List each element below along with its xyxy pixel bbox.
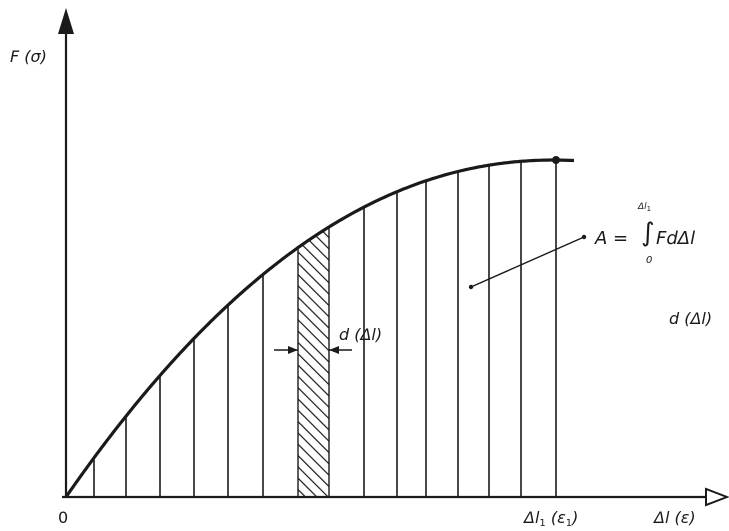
x-end-label: Δl1 (ε1) bbox=[524, 510, 578, 529]
area-formula-integrand: FdΔl bbox=[656, 228, 696, 249]
integral-sign: ∫ bbox=[641, 218, 655, 248]
x-axis-arrowhead bbox=[705, 487, 729, 507]
force-elongation-curve bbox=[64, 158, 575, 498]
area-formula-upper-limit: Δl1 bbox=[638, 203, 651, 213]
area-formula-lhs: A = bbox=[595, 228, 629, 249]
upper-limit-main: Δl bbox=[638, 202, 647, 212]
strip-arrow-right bbox=[329, 346, 339, 354]
area-leader-line bbox=[470, 236, 585, 288]
y-axis-label: F (σ) bbox=[10, 47, 47, 66]
x-end-tail: (ε bbox=[545, 508, 566, 527]
x-end-tail-sub: 1 bbox=[565, 518, 573, 529]
strip-lines bbox=[93, 160, 557, 497]
upper-limit-sub: 1 bbox=[646, 205, 652, 213]
curve-end-point bbox=[552, 156, 560, 164]
x-end-sub: 1 bbox=[539, 518, 546, 529]
strip-arrow-left bbox=[288, 346, 298, 354]
side-label: d (Δl) bbox=[669, 309, 713, 328]
x-axis-label: Δl (ε) bbox=[654, 508, 696, 527]
area-formula-lower-limit: 0 bbox=[646, 255, 653, 266]
origin-label: 0 bbox=[58, 508, 69, 527]
area-leader-dot-start bbox=[468, 284, 474, 290]
area-leader-dot-end bbox=[581, 234, 587, 240]
x-end-main: Δl bbox=[524, 508, 540, 527]
y-axis-arrowhead bbox=[58, 8, 74, 34]
x-end-close: ) bbox=[572, 508, 579, 527]
strip-label: d (Δl) bbox=[339, 325, 383, 344]
hatched-strip bbox=[297, 225, 330, 498]
